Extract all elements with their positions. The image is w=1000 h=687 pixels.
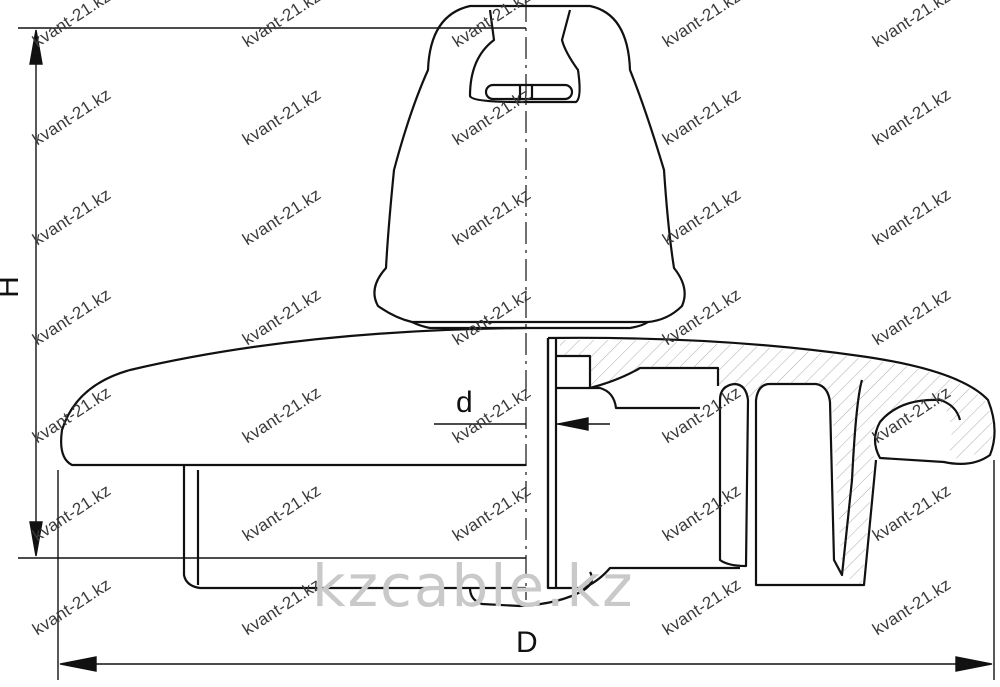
pin-bottom (468, 571, 594, 608)
inner-rib (718, 382, 750, 568)
cap-outline (373, 4, 686, 324)
shell-left-skirt (182, 465, 526, 590)
shell-left-outline (60, 326, 527, 467)
cap-socket-outline (468, 9, 581, 104)
dimension-h (18, 27, 526, 559)
dimension-d (434, 417, 610, 431)
cement-ring (411, 321, 649, 330)
dimension-h-label: H (0, 276, 26, 298)
pin-head-outline (556, 386, 700, 410)
dimension-d-label: d (456, 386, 473, 419)
locking-pin-slot (484, 83, 574, 101)
dimension-big-d (57, 460, 995, 680)
cement-section (546, 338, 740, 590)
section-hatching (560, 339, 993, 585)
dimension-big-d-label: D (516, 626, 538, 659)
shell-right-section (547, 336, 996, 465)
